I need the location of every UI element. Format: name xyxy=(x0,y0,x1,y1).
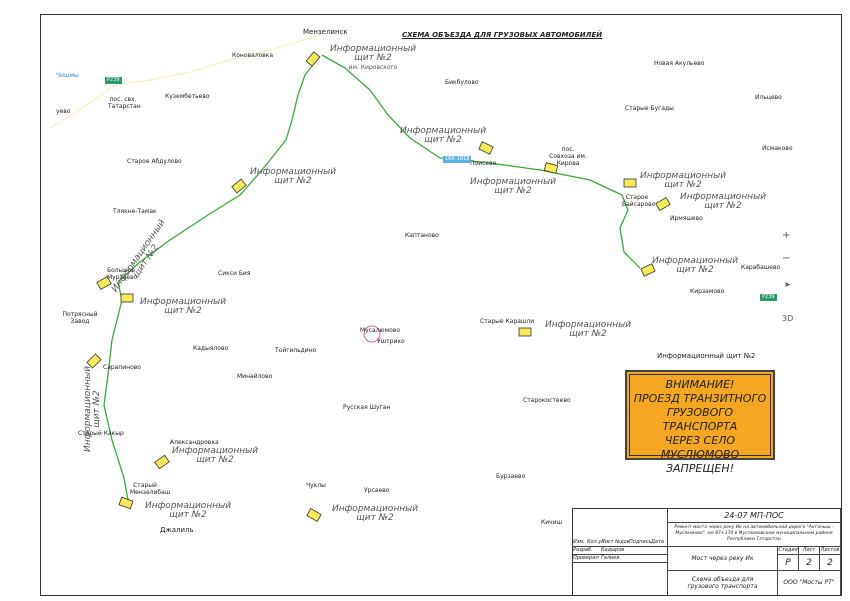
place-label: Поисево xyxy=(470,160,497,167)
place-label: Чишмы xyxy=(56,72,79,79)
place-label: Сарапиново xyxy=(103,364,141,371)
place-label: Старый Какыр xyxy=(78,430,124,437)
stage-value: Р xyxy=(778,555,799,571)
place-label: уево xyxy=(56,108,71,115)
project-description: Ремонт моста через реку Ик на автомобиль… xyxy=(668,523,841,547)
sheet-header: Лист xyxy=(799,547,820,555)
info-sign-marker xyxy=(120,293,134,303)
info-sign-label: Информационный щит №2 xyxy=(657,352,756,360)
place-label: Кичиш xyxy=(541,519,563,526)
drawing-frame xyxy=(40,14,842,596)
info-sign-marker xyxy=(623,178,637,188)
zoom-in-button[interactable]: + xyxy=(782,230,791,241)
sheets-header: Листов xyxy=(820,547,841,555)
detour-route-west xyxy=(103,55,321,501)
place-label: Кирзамово xyxy=(690,288,725,295)
place-label: Мусалюмово xyxy=(360,327,400,334)
place-label: Бикбулово xyxy=(445,79,479,86)
place-label: Мензелинск xyxy=(303,28,348,36)
info-sign-marker xyxy=(96,275,112,291)
place-label: Коноваловка xyxy=(232,52,274,59)
place-label: Сикси Бия xyxy=(218,270,251,277)
info-sign-marker xyxy=(518,327,532,337)
place-label: Уштрико xyxy=(377,338,405,345)
place-label: Тлякне-Тамак xyxy=(113,208,157,215)
road-badge: Р239 xyxy=(760,294,777,301)
compass-icon[interactable]: ➤ xyxy=(784,280,791,289)
main-road xyxy=(49,34,321,129)
place-label: Исмаково xyxy=(762,145,793,152)
place-label: Русская Шуган xyxy=(343,404,391,411)
developer-row: Разраб.Кадыров xyxy=(573,547,668,555)
organization: ООО "Мосты РТ" xyxy=(778,571,841,595)
detour-route-east xyxy=(321,54,641,269)
place-label: Карабашево xyxy=(741,264,781,271)
place-label: Старокостеево xyxy=(523,397,571,404)
info-sign-marker xyxy=(305,51,321,67)
place-label: Старые Карашли xyxy=(480,318,535,325)
stage-header: Стадия xyxy=(778,547,799,555)
object-name: Мост через реку Ик xyxy=(668,547,778,571)
road-badge: 16К-1818 xyxy=(443,156,472,163)
info-sign-marker xyxy=(655,196,671,212)
place-label: Новая Акульево xyxy=(654,60,705,67)
sheets-value: 2 xyxy=(820,555,841,571)
info-sign-marker xyxy=(86,353,102,369)
place-label: Старое Абдулово xyxy=(127,158,182,165)
place-label: Потрясный Завод xyxy=(62,311,98,325)
place-label: Старые Бугады xyxy=(625,105,674,112)
place-label: Старое Байсарово xyxy=(622,194,656,208)
info-sign-marker xyxy=(543,162,559,174)
info-sign-marker xyxy=(306,507,322,523)
place-label: Старый Мензелибаш xyxy=(130,482,171,496)
drawing-name: Схема объезда для грузового транспорта xyxy=(668,571,778,595)
road-badge: Р239 xyxy=(105,77,122,84)
place-label: Александровка xyxy=(170,439,219,446)
place-label: Большое Мурзаево xyxy=(107,267,138,281)
zoom-out-button[interactable]: − xyxy=(782,253,791,264)
place-label: пос. Совхоза им. Кирова xyxy=(549,146,587,167)
muslyumovo-marker xyxy=(363,325,381,343)
sheet-value: 2 xyxy=(799,555,820,571)
place-label: Урсаево xyxy=(364,487,390,494)
drawing-code: 24-07 МП-ПОС xyxy=(668,509,841,523)
info-sign-marker xyxy=(231,178,247,194)
place-label: Ирмяшево xyxy=(670,215,703,222)
place-label: Чуклы xyxy=(306,482,326,489)
info-sign-marker xyxy=(154,454,170,470)
info-sign-marker xyxy=(640,263,656,277)
place-label: Бурзаево xyxy=(496,473,526,480)
place-label: пос. свх. Татарстан xyxy=(108,96,141,110)
info-sign-marker xyxy=(478,141,494,155)
place-label: Тойгильдино xyxy=(275,347,317,354)
place-label: Кадыялово xyxy=(193,345,229,352)
place-label: Кузембетьево xyxy=(165,93,210,100)
place-label: Минайлово xyxy=(237,373,273,380)
info-sign-marker xyxy=(118,496,134,510)
view-3d-button[interactable]: 3D xyxy=(782,314,794,323)
map-title: СХЕМА ОБЪЕЗДА ДЛЯ ГРУЗОВЫХ АВТОМОБИЛЕЙ xyxy=(402,31,603,39)
place-label: Каптаново xyxy=(405,232,439,239)
place-label: Джалиль xyxy=(160,526,194,534)
info-signs xyxy=(86,51,671,523)
place-label: Ильцево xyxy=(755,94,782,101)
